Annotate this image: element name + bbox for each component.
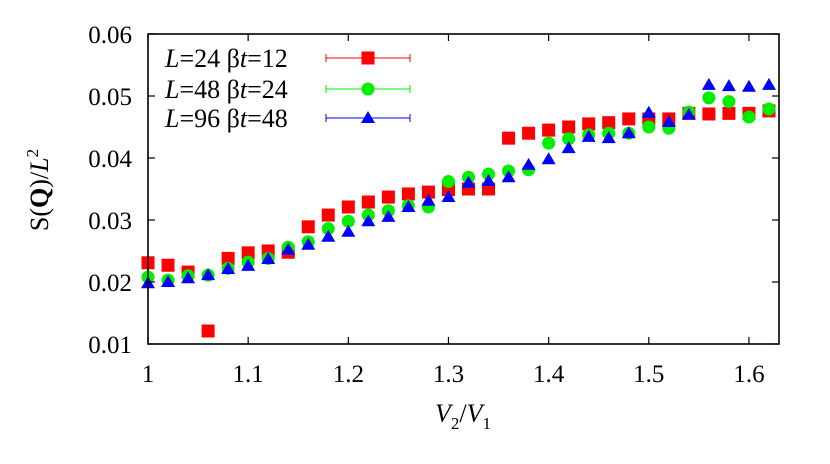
x-tick-label: 1.4 xyxy=(533,361,565,388)
data-point xyxy=(562,132,576,146)
data-point xyxy=(661,115,676,128)
data-point xyxy=(481,173,496,186)
legend-label-2: L=96 βt=48 xyxy=(164,104,288,133)
data-point xyxy=(381,190,395,204)
legend-marker-circle-icon xyxy=(361,82,375,96)
series-triangle xyxy=(141,77,776,289)
x-tick-label: 1.5 xyxy=(633,361,664,388)
x-tick-label: 1.3 xyxy=(433,361,464,388)
data-point xyxy=(761,77,776,90)
data-point xyxy=(301,237,316,250)
x-axis-label: V2/V1 xyxy=(435,399,491,433)
data-point xyxy=(501,170,516,183)
data-point xyxy=(541,152,556,165)
plot-frame xyxy=(147,33,780,345)
legend-label-1: L=48 βt=24 xyxy=(164,75,288,104)
data-point xyxy=(582,117,596,131)
data-point xyxy=(641,105,656,118)
y-tick-label: 0.03 xyxy=(88,208,132,235)
data-point xyxy=(722,95,736,109)
x-axis-ticks: 1 1.1 1.2 1.3 1.4 1.5 1.6 xyxy=(142,34,765,388)
data-point xyxy=(701,77,716,90)
data-points xyxy=(141,77,776,338)
data-point xyxy=(602,116,616,130)
y-axis-label: S(Q)/L2 xyxy=(23,149,54,231)
legend: L=24 βt=12 L=48 βt=24 L=96 βt=48 xyxy=(164,44,411,133)
y-tick-label: 0.06 xyxy=(88,22,132,49)
data-point xyxy=(301,220,315,234)
data-point xyxy=(321,222,335,236)
data-point xyxy=(161,258,175,272)
data-point xyxy=(241,258,256,271)
data-point xyxy=(542,136,556,150)
data-point xyxy=(361,195,375,209)
data-point xyxy=(642,120,656,134)
data-point xyxy=(461,175,476,188)
series-square xyxy=(141,104,776,338)
plot-border xyxy=(147,33,780,345)
data-point xyxy=(341,214,355,228)
data-point xyxy=(181,271,196,284)
data-point xyxy=(581,129,596,142)
x-tick-label: 1 xyxy=(142,361,155,388)
x-tick-label: 1.2 xyxy=(333,361,364,388)
data-point xyxy=(361,214,376,227)
data-point xyxy=(341,200,355,214)
data-point xyxy=(221,261,236,274)
data-point xyxy=(441,190,456,203)
data-point xyxy=(702,91,716,105)
y-axis-ticks: 0.01 0.02 0.03 0.04 0.05 0.06 xyxy=(88,22,779,359)
data-point xyxy=(562,120,576,134)
data-point xyxy=(401,187,415,201)
data-point xyxy=(681,107,696,120)
legend-label-0: L=24 βt=12 xyxy=(164,44,288,73)
data-point xyxy=(502,131,516,145)
data-point xyxy=(401,199,416,212)
data-point xyxy=(281,242,296,255)
data-point xyxy=(622,112,636,126)
data-point xyxy=(702,107,716,121)
legend-marker-triangle-icon xyxy=(361,111,375,123)
data-point xyxy=(221,251,235,265)
x-tick-label: 1.6 xyxy=(733,361,764,388)
data-point xyxy=(241,246,255,260)
data-point xyxy=(742,110,756,124)
data-point xyxy=(741,79,756,92)
legend-markers xyxy=(325,51,411,123)
y-tick-label: 0.04 xyxy=(88,146,132,173)
data-point xyxy=(561,141,576,154)
data-point xyxy=(542,123,556,137)
data-point xyxy=(621,126,636,139)
data-point xyxy=(321,208,335,222)
data-point xyxy=(721,79,736,92)
data-point xyxy=(722,106,736,120)
data-point xyxy=(522,126,536,140)
data-point xyxy=(341,224,356,237)
data-point xyxy=(201,268,216,281)
x-tick-label: 1.1 xyxy=(233,361,264,388)
data-point xyxy=(601,131,616,144)
y-tick-label: 0.02 xyxy=(88,270,132,297)
legend-marker-square-icon xyxy=(361,51,375,65)
data-point xyxy=(421,193,436,206)
y-tick-label: 0.01 xyxy=(88,332,132,359)
data-point xyxy=(441,175,455,189)
data-point xyxy=(521,157,536,170)
data-point xyxy=(421,185,435,199)
data-point xyxy=(201,324,215,338)
data-point xyxy=(381,209,396,222)
data-point xyxy=(321,229,336,242)
data-point xyxy=(762,102,776,116)
y-tick-label: 0.05 xyxy=(88,84,132,111)
data-point xyxy=(261,252,276,265)
data-point xyxy=(161,275,176,287)
